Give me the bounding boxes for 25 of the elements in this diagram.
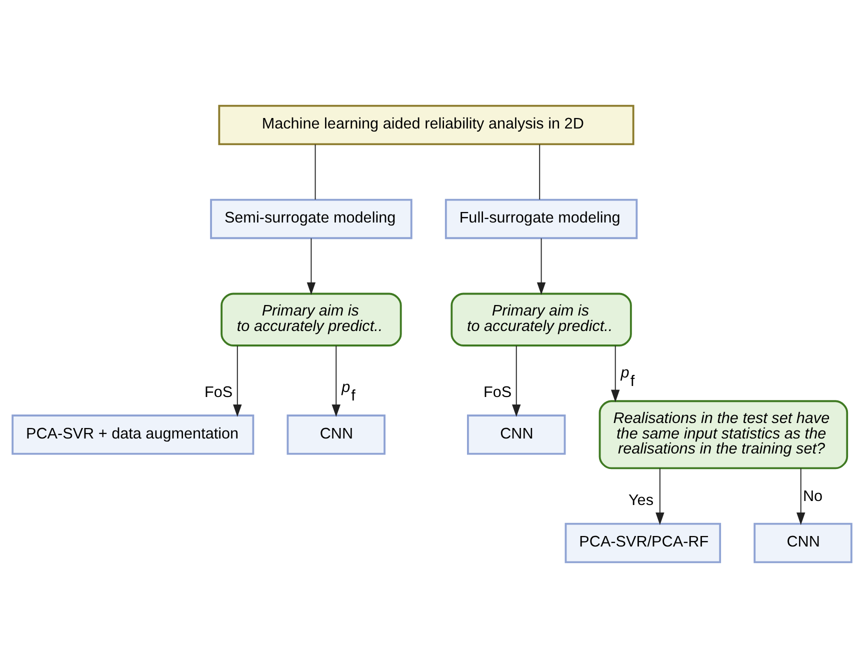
arrow: [332, 345, 340, 417]
edge-label: No: [802, 488, 823, 506]
node-box: CNN: [467, 414, 566, 455]
edge-label: Yes: [628, 492, 654, 510]
arrow: [796, 468, 806, 525]
node-box: Semi-surrogate modeling: [210, 198, 412, 240]
edge-label: FoS: [484, 384, 512, 402]
node-box: Machine learning aided reliability analysis in 2D: [218, 104, 634, 146]
node-box: Primary aim is to accurately predict..: [450, 292, 632, 346]
arrow: [233, 345, 242, 417]
arrow: [512, 345, 521, 417]
edge-label: FoS: [204, 384, 233, 402]
node-box: Full-surrogate modeling: [444, 198, 638, 240]
arrow: [306, 238, 316, 295]
arrow: [656, 468, 664, 525]
node-box: Realisations in the test set have the same input statistics as the realisations in the training set?: [598, 400, 848, 470]
connector: [314, 144, 316, 200]
node-box: PCA-SVR + data augmentation: [12, 414, 254, 455]
node-box: Primary aim is to accurately predict..: [220, 292, 402, 346]
node-box: PCA-SVR/PCA-RF: [564, 522, 722, 564]
arrow: [610, 345, 620, 402]
connector: [539, 144, 540, 200]
node-box: CNN: [286, 414, 386, 455]
node-box: CNN: [754, 522, 852, 564]
arrow: [536, 238, 546, 295]
